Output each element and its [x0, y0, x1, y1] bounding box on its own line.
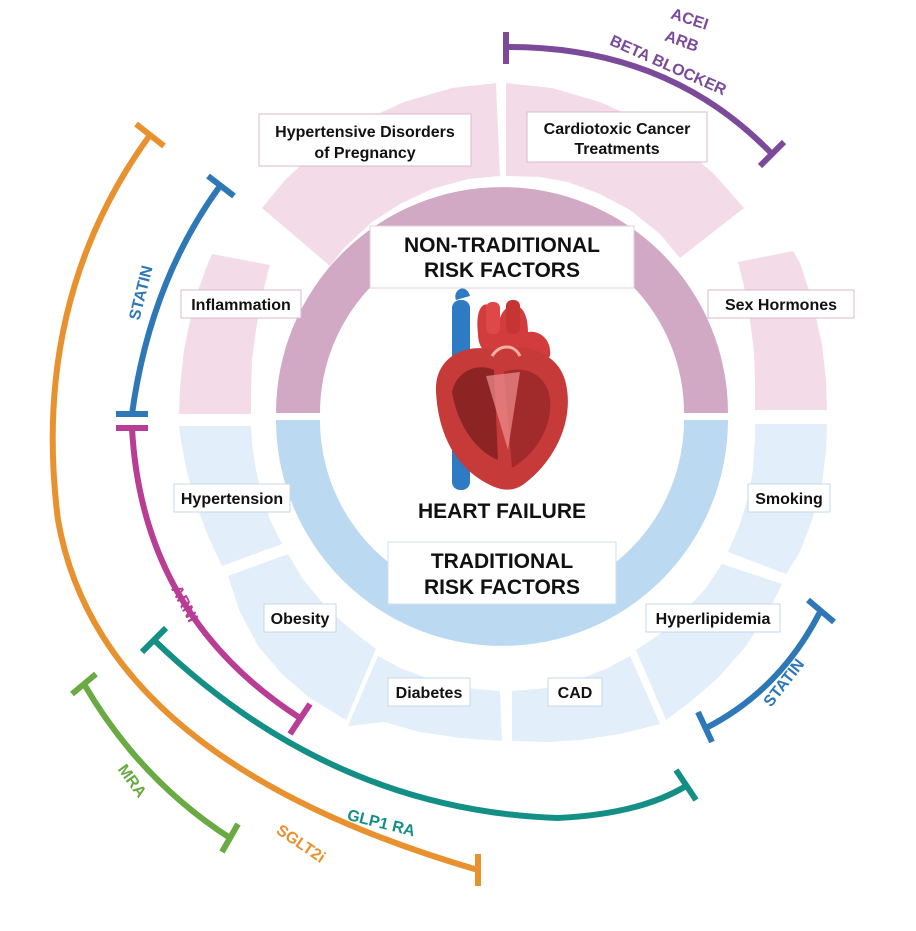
svg-text:Hypertensive Disorders: Hypertensive Disorders	[275, 124, 455, 141]
segment-hyperlipidemia	[636, 564, 782, 720]
svg-text:Sex Hormones: Sex Hormones	[725, 297, 837, 314]
svg-text:Inflammation: Inflammation	[191, 297, 291, 314]
svg-text:of Pregnancy: of Pregnancy	[314, 145, 415, 162]
label-arni: ARNI	[167, 583, 200, 626]
svg-text:Cardiotoxic Cancer: Cardiotoxic Cancer	[544, 121, 691, 138]
label-hypertensive-pregnancy: Hypertensive Disorders of Pregnancy	[258, 113, 472, 167]
svg-text:Obesity: Obesity	[271, 611, 330, 628]
non-traditional-title-box: NON-TRADITIONAL RISK FACTORS	[369, 225, 635, 289]
label-smoking: Smoking	[747, 483, 831, 513]
arc-statin-left	[116, 173, 236, 417]
svg-text:CAD: CAD	[558, 685, 593, 702]
svg-text:Hypertension: Hypertension	[181, 491, 283, 508]
svg-text:Treatments: Treatments	[574, 141, 659, 158]
traditional-title-box: TRADITIONAL RISK FACTORS	[387, 541, 617, 605]
arc-glp1	[139, 625, 699, 822]
label-sex-hormones: Sex Hormones	[707, 289, 855, 319]
label-hyperlipidemia: Hyperlipidemia	[645, 603, 781, 633]
arc-statin-right	[695, 597, 836, 744]
arc-sglt2i	[49, 121, 481, 886]
arc-arni	[116, 425, 313, 736]
segment-obesity	[228, 554, 376, 720]
label-diabetes: Diabetes	[387, 677, 471, 707]
heart-anatomy-icon	[435, 288, 568, 490]
svg-text:Smoking: Smoking	[755, 491, 823, 508]
therapy-arcs	[49, 32, 836, 886]
svg-text:Diabetes: Diabetes	[396, 685, 463, 702]
label-cad: CAD	[547, 677, 603, 707]
label-obesity: Obesity	[263, 603, 337, 633]
label-inflammation: Inflammation	[180, 289, 302, 319]
arc-mra	[70, 671, 241, 854]
label-cardiotoxic-cancer: Cardiotoxic Cancer Treatments	[526, 111, 708, 163]
segment-inflammation	[179, 254, 270, 414]
label-hypertension: Hypertension	[173, 483, 291, 513]
svg-text:Hyperlipidemia: Hyperlipidemia	[656, 611, 771, 628]
non-traditional-title-line1: NON-TRADITIONAL	[404, 234, 600, 257]
non-traditional-title-line2: RISK FACTORS	[424, 259, 580, 282]
label-sglt2i: SGLT2i	[273, 822, 328, 867]
arc-acei-arb-beta-blocker	[503, 32, 787, 169]
segment-sex-hormones	[738, 251, 827, 410]
center-title: HEART FAILURE	[418, 500, 586, 523]
traditional-title-line2: RISK FACTORS	[424, 576, 580, 599]
label-arb: ARB	[662, 28, 700, 56]
traditional-title-line1: TRADITIONAL	[431, 550, 573, 573]
